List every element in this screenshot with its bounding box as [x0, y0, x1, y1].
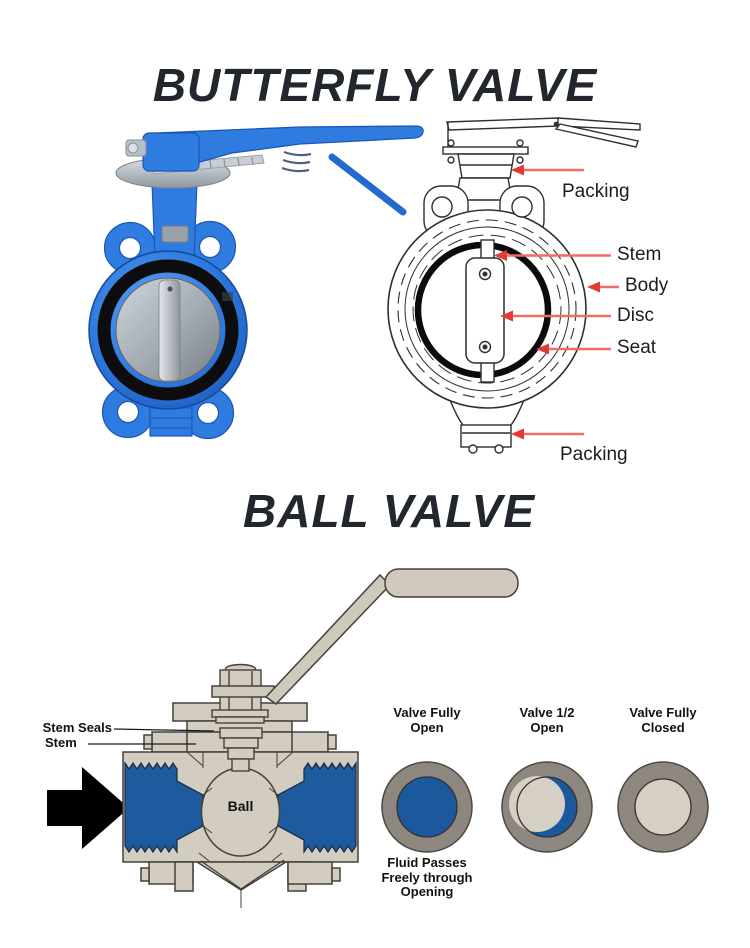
stem-arrow-icon: [494, 250, 507, 261]
valve-handle: [125, 125, 424, 216]
body-arrow-icon: [587, 281, 600, 293]
label-packing-bottom: Packing: [560, 444, 628, 465]
ball-valve-title: BALL VALVE: [243, 485, 535, 537]
packing-top-arrow-icon: [511, 164, 524, 176]
label-valve-fully-closed: Valve Fully Closed: [629, 705, 697, 735]
body-detail-lines: [186, 751, 294, 834]
label-body: Body: [625, 275, 669, 296]
label-arrow-heads: [494, 164, 600, 440]
label-fluid-note: Fluid Passes Freely through Opening: [381, 855, 473, 899]
drain-cone-lines: [198, 852, 285, 908]
label-valve-fully-open: Valve Fully Open: [393, 705, 461, 735]
label-arrows: [507, 168, 619, 436]
diagram-bottom-packing: [449, 399, 525, 454]
fluid-passages: [124, 761, 357, 854]
seat-arrow-icon: [536, 343, 549, 355]
label-seat: Seat: [617, 337, 657, 358]
diagram-disc: [465, 239, 505, 383]
ball-valve-drain: [194, 861, 289, 891]
butterfly-valve-title: BUTTERFLY VALVE: [152, 59, 598, 111]
label-packing-top: Packing: [562, 181, 630, 202]
flow-direction-arrow-icon: [47, 767, 129, 849]
label-stem: Stem: [617, 244, 662, 265]
valve-fully-closed-circle: [617, 761, 709, 853]
label-ball-stem: Stem: [45, 735, 77, 750]
ball-valve-bottom-flanges: [140, 861, 341, 892]
valve-fully-open-circle: [381, 761, 473, 853]
label-valve-half-open: Valve 1/2 Open: [519, 705, 575, 735]
butterfly-valve-diagram: [387, 117, 641, 454]
diagram-packing-gland: [442, 139, 529, 179]
butterfly-valve-photo: [88, 125, 424, 440]
valve-stem-bar: [158, 279, 181, 382]
valve-state-circles: [381, 761, 709, 853]
ball-valve-diagram: [47, 568, 709, 908]
disc-arrow-icon: [500, 310, 513, 322]
diagram-handle: [446, 117, 641, 148]
label-ball: Ball: [227, 798, 254, 814]
ball-valve-handle: [211, 568, 519, 705]
valve-half-open-circle: [501, 761, 593, 853]
label-stem-seals: Stem Seals: [42, 720, 112, 735]
valve-seat-ring: [97, 259, 239, 401]
label-disc: Disc: [617, 305, 654, 326]
packing-bottom-arrow-icon: [511, 428, 524, 440]
label-leader-lines: [88, 728, 215, 745]
valve-neck: [151, 181, 198, 261]
